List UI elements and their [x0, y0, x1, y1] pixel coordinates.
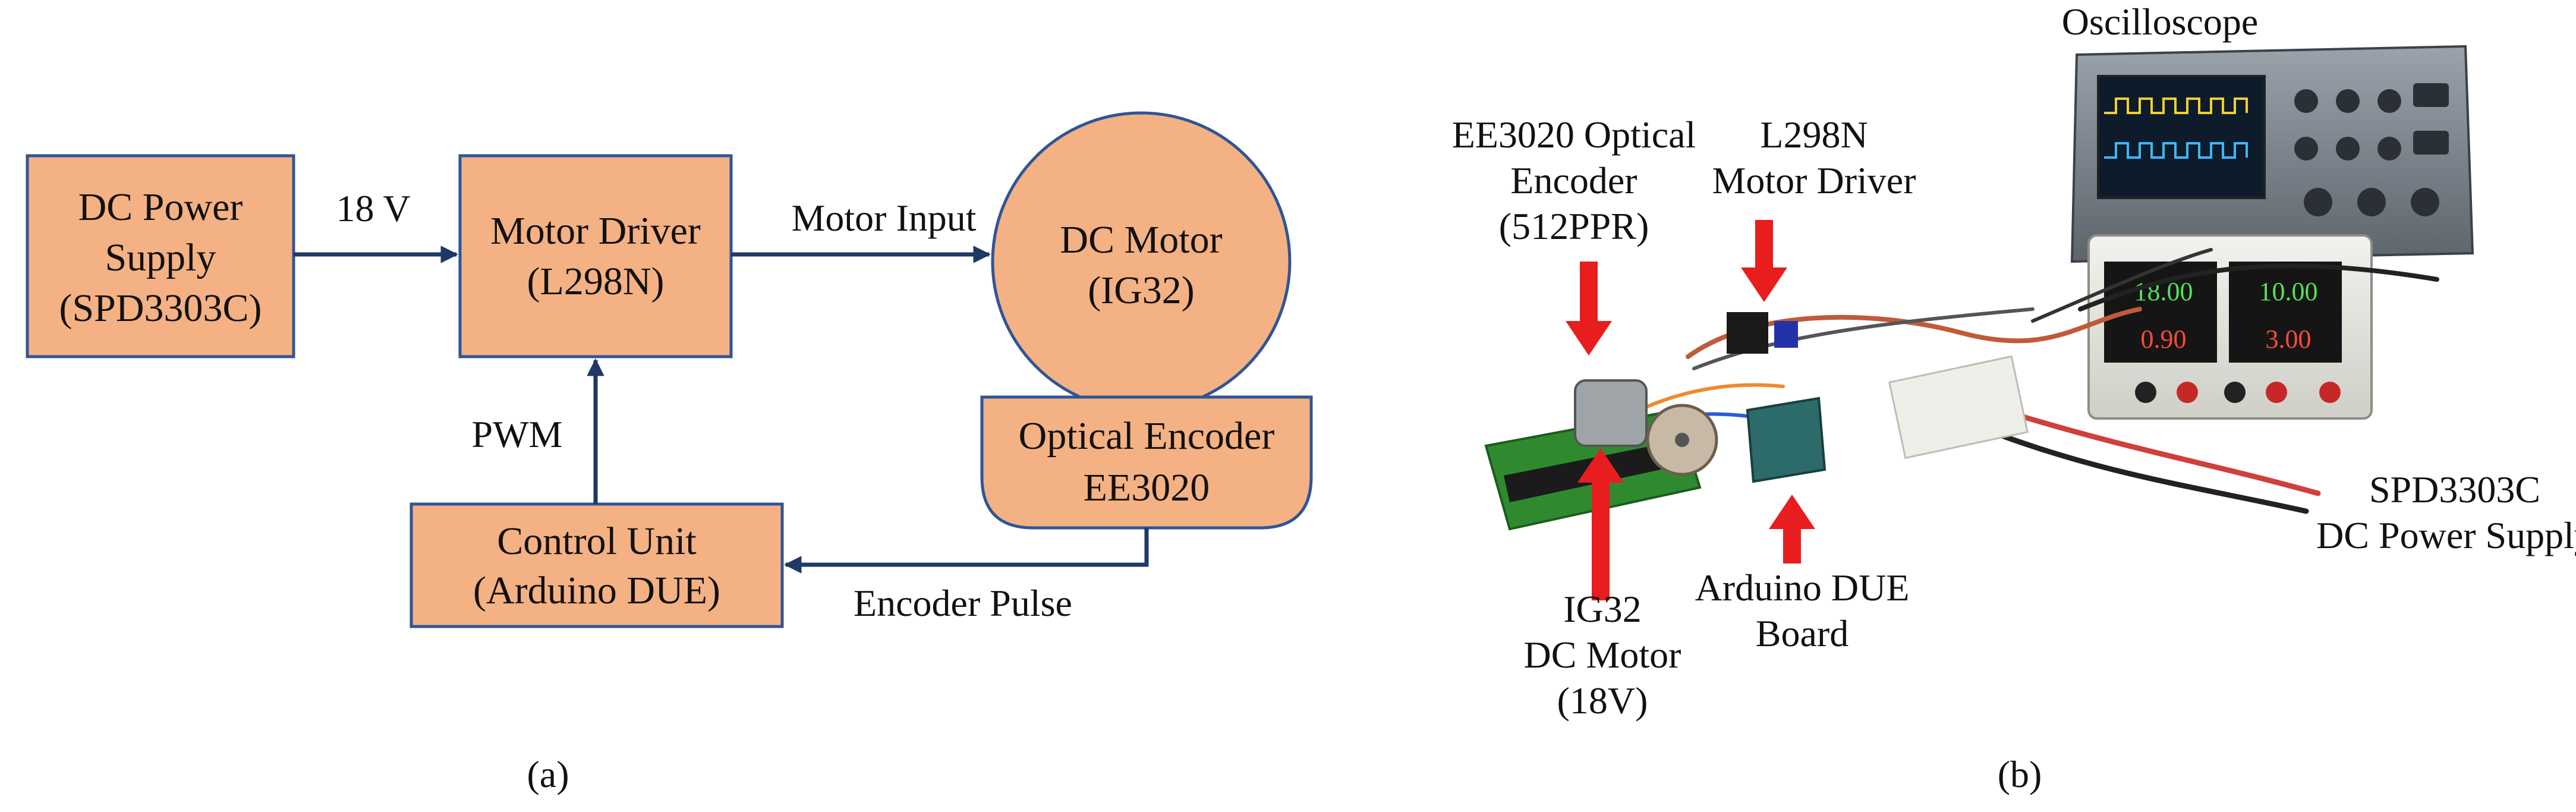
label-encoder-line1: EE3020 Optical: [1452, 114, 1696, 156]
power-supply-line1: DC Power: [78, 185, 243, 229]
arduino-due-board: [1746, 396, 1826, 483]
label-motor-line3: (18V): [1557, 679, 1648, 722]
edge-pwm-label: PWM: [472, 413, 563, 455]
psu-ch1-current: 0.90: [2141, 325, 2187, 354]
label-arduino-line1: Arduino DUE: [1695, 566, 1910, 609]
label-arduino-line2: Board: [1756, 612, 1848, 654]
psu-terminals: [2135, 382, 2341, 403]
label-motor-line2: DC Motor: [1524, 634, 1681, 676]
power-supply-device: 18.00 10.00 0.90 3.00: [2087, 234, 2373, 420]
edge-motor-input-label: Motor Input: [791, 197, 976, 239]
motor-driver-line1: Motor Driver: [490, 209, 701, 253]
motor-driver-line2: (L298N): [527, 260, 665, 303]
label-encoder-line2: Encoder: [1510, 159, 1637, 202]
arrow-to-arduino: [1769, 495, 1815, 564]
panel-b-caption: (b): [1998, 753, 2042, 795]
oscilloscope-screen: [2097, 75, 2266, 199]
panel-b-hardware-setup: 18.00 10.00 0.90 3.00: [1452, 1, 2576, 795]
breadboard: [1888, 355, 2029, 459]
edge-encoder-pulse-label: Encoder Pulse: [854, 582, 1072, 624]
oscilloscope-trace-yellow: [2104, 97, 2248, 114]
psu-ch2-voltage: 10.00: [2259, 277, 2318, 306]
psu-display-right: [2229, 262, 2342, 363]
dc-motor-body: [1574, 379, 1648, 447]
panel-a-block-diagram: DC Power Supply (SPD3303C) Motor Driver …: [26, 111, 1313, 795]
power-supply-line3: (SPD3303C): [59, 287, 262, 330]
panel-a-caption: (a): [527, 753, 569, 795]
label-driver-line2: Motor Driver: [1712, 159, 1916, 202]
control-unit-block: Control Unit (Arduino DUE): [410, 502, 784, 628]
oscilloscope-device: [2070, 45, 2474, 263]
oscilloscope-controls: [2294, 83, 2449, 216]
optical-encoder-line1: Optical Encoder: [1019, 414, 1275, 458]
label-encoder-line3: (512PPR): [1499, 205, 1649, 247]
power-supply-block: DC Power Supply (SPD3303C): [26, 154, 295, 358]
edge-voltage-label: 18 V: [336, 187, 410, 229]
control-unit-line1: Control Unit: [497, 520, 697, 563]
psu-ch2-current: 3.00: [2266, 325, 2312, 354]
dc-motor-block: DC Motor (IG32): [991, 111, 1292, 412]
label-power-line2: DC Power Supply: [2316, 514, 2576, 556]
motor-driver-block: Motor Driver (L298N): [458, 154, 733, 358]
arrow-to-motor: [1577, 448, 1624, 600]
optical-encoder-line2: EE3020: [1084, 466, 1210, 509]
arrow-to-encoder: [1566, 262, 1612, 355]
l298n-blue-part: [1774, 321, 1798, 348]
edge-encoder-to-control: [784, 528, 1149, 574]
oscilloscope-trace-blue: [2104, 142, 2248, 159]
label-oscilloscope: Oscilloscope: [2062, 1, 2259, 43]
l298n-driver-module: [1727, 312, 1768, 354]
power-supply-line2: Supply: [105, 236, 216, 279]
dc-motor-line1: DC Motor: [1060, 218, 1222, 262]
label-motor-line1: IG32: [1563, 588, 1642, 630]
dc-motor-line2: (IG32): [1088, 269, 1195, 312]
optical-encoder-block: Optical Encoder EE3020: [980, 395, 1313, 530]
arrow-to-driver: [1741, 220, 1787, 302]
label-power-line1: SPD3303C: [2369, 468, 2540, 511]
callout-arrows: [1566, 220, 1815, 600]
label-driver-line1: L298N: [1760, 114, 1868, 156]
control-unit-line2: (Arduino DUE): [473, 569, 720, 612]
